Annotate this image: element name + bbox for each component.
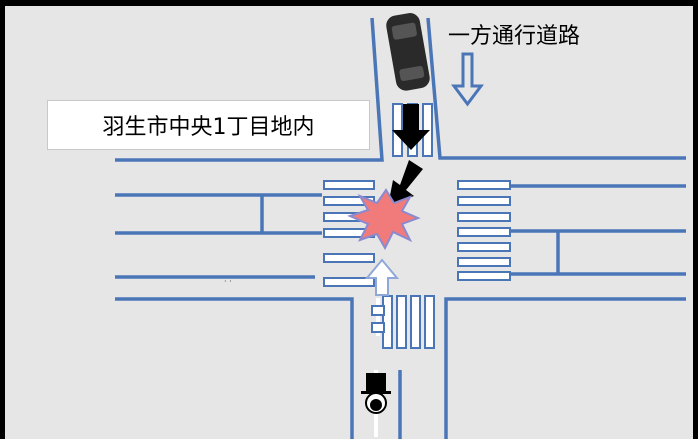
map-background [5, 6, 693, 439]
location-label-text: 羽生市中央1丁目地内 [102, 115, 315, 140]
one-way-road-label: 一方通行道路 [448, 24, 581, 49]
road-edge-north-right [426, 17, 686, 160]
collision-icon [347, 188, 421, 251]
road-edge-north-left [115, 17, 384, 162]
crosswalk-east [457, 180, 511, 281]
one-way-arrow-icon [451, 52, 484, 107]
road-lines [115, 17, 686, 439]
road-edge-south-right [444, 297, 686, 439]
crosswalk-south [382, 295, 435, 349]
car-direction-arrow-1-icon [392, 104, 430, 150]
road-edge-south-left [115, 297, 354, 439]
bicycle-trail [371, 298, 385, 336]
crosswalk-west [323, 180, 375, 287]
car-direction-arrow-2-icon [388, 160, 423, 206]
car-icon [386, 13, 430, 91]
bicycle-direction-arrow-icon [364, 258, 400, 296]
bicycle-icon [361, 370, 391, 437]
location-label: 羽生市中央1丁目地内 [47, 100, 370, 150]
stray-marks: · · [224, 277, 232, 286]
